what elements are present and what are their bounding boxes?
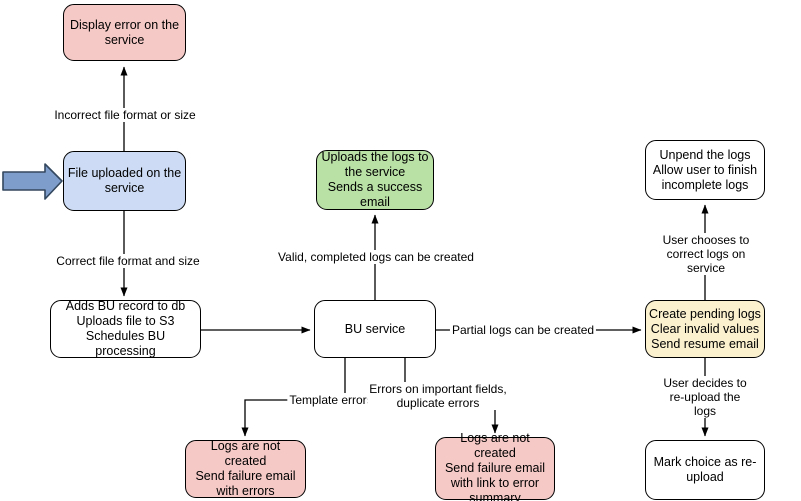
edge-label-partial-logs: Partial logs can be created: [449, 323, 597, 337]
edge-label-important-fields: Errors on important fields, duplicate er…: [367, 382, 509, 410]
node-logs-not-created-errors: Logs are not created Send failure email …: [185, 439, 306, 498]
node-adds-bu-record: Adds BU record to db Uploads file to S3 …: [50, 299, 201, 358]
node-unpend-logs: Unpend the logs Allow user to finish inc…: [645, 140, 765, 200]
node-logs-not-created-summary-label: Logs are not created Send failure email …: [444, 431, 546, 501]
edge-label-user-corrects: User chooses to correct logs on service: [658, 233, 754, 275]
node-unpend-logs-label: Unpend the logs Allow user to finish inc…: [652, 147, 758, 192]
edge-label-template-errors: Template errors: [287, 393, 375, 407]
node-file-uploaded: File uploaded on the service: [63, 151, 186, 211]
node-file-uploaded-label: File uploaded on the service: [67, 166, 182, 195]
node-bu-service-label: BU service: [344, 321, 406, 336]
edge-label-valid-logs: Valid, completed logs can be created: [276, 250, 476, 264]
node-mark-reupload: Mark choice as re- upload: [645, 440, 765, 500]
node-logs-not-created-summary: Logs are not created Send failure email …: [435, 431, 555, 501]
node-uploads-logs-label: Uploads the logs to the service Sends a …: [321, 150, 429, 209]
node-display-error: Display error on the service: [63, 4, 186, 61]
node-display-error-label: Display error on the service: [69, 17, 180, 47]
edge-label-incorrect-format: Incorrect file format or size: [52, 108, 198, 122]
node-mark-reupload-label: Mark choice as re- upload: [653, 455, 757, 484]
edge-label-correct-format: Correct file format and size: [54, 254, 202, 268]
node-adds-bu-record-label: Adds BU record to db Uploads file to S3 …: [65, 299, 186, 358]
node-create-pending-logs: Create pending logs Clear invalid values…: [645, 300, 765, 358]
node-create-pending-logs-label: Create pending logs Clear invalid values…: [649, 306, 761, 351]
entry-arrow-icon: [2, 163, 63, 200]
node-bu-service: BU service: [314, 300, 436, 358]
node-logs-not-created-errors-label: Logs are not created Send failure email …: [195, 439, 296, 498]
edge-label-user-reuploads: User decides to re-upload the logs: [657, 376, 753, 418]
node-uploads-logs: Uploads the logs to the service Sends a …: [316, 150, 434, 210]
